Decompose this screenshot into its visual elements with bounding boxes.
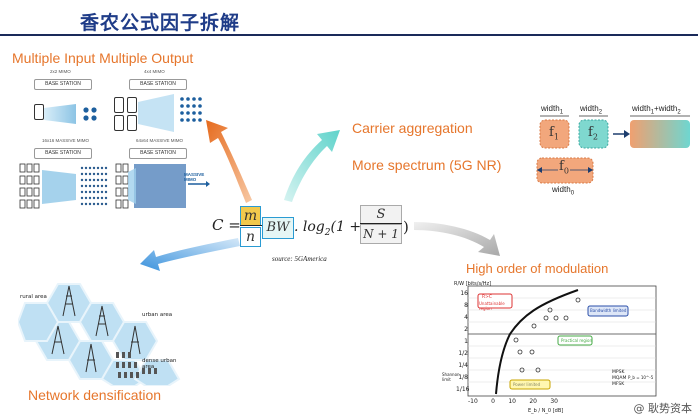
x-axis-label: E_b / N_0 [dB] <box>528 408 564 414</box>
mimo-16x16-label: 16x16 MASSIVE MIMO <box>42 138 90 143</box>
width0-label: width0 <box>552 185 575 197</box>
mimo-4x4-label: 4x4 MIMO <box>144 69 165 74</box>
phone-icon <box>127 97 137 113</box>
region-power: Power limited <box>513 382 541 387</box>
massive-mimo-64-icon <box>115 163 210 209</box>
massive-mimo-16-icon <box>19 163 108 209</box>
beam-2x2-icon <box>44 104 97 124</box>
snr-fraction-bar <box>360 223 402 224</box>
region-practical: Practical region <box>561 338 592 343</box>
f0-label: f0 <box>558 159 570 176</box>
y-axis-label: R/W [bits/s/Hz] <box>454 281 492 287</box>
f2-label: f2 <box>588 125 598 142</box>
f1-label: f1 <box>549 125 559 142</box>
modulation-chart <box>467 285 657 397</box>
massive-mimo-label: MASSIVE MIMO <box>184 172 205 182</box>
log-term: . log2(1 + <box>294 219 362 238</box>
phone-icon <box>34 104 44 120</box>
arrow-to-carrier-icon <box>284 130 340 202</box>
density-factor-n: n <box>240 227 261 247</box>
watermark: @ 耿势资本 <box>633 402 693 415</box>
dense-label: dense urban area <box>142 358 177 370</box>
beam-4x4-icon <box>138 94 202 132</box>
capacity-lhs: C = <box>212 216 241 234</box>
noise-factor: N + 1 <box>360 224 402 244</box>
network-title: Network densification <box>28 387 162 403</box>
region-bandwidth: Bandwidth limited <box>590 308 627 313</box>
arrow-to-mimo-icon <box>206 120 252 203</box>
network-densification-graphic <box>18 283 181 386</box>
region-unattainable: Unattainable region <box>479 301 505 311</box>
urban-label: urban area <box>142 312 173 318</box>
fraction-bar <box>240 225 262 226</box>
close-paren: ) <box>403 218 409 236</box>
spectrum-title: More spectrum (5G NR) <box>352 157 502 173</box>
pb-note: P_b = 10^-5 <box>628 375 654 380</box>
mimo-2x2-label: 2x2 MIMO <box>50 69 71 74</box>
signal-factor: S <box>360 205 402 225</box>
arrow-to-network-icon <box>140 238 240 271</box>
base-station-16x16: BASE STATION <box>34 148 92 159</box>
rural-label: rural area <box>20 294 47 300</box>
base-station-64x64: BASE STATION <box>129 148 187 159</box>
base-station-4x4: BASE STATION <box>129 79 187 90</box>
page-title: 香农公式因子拆解 <box>80 12 241 34</box>
phone-icon <box>114 115 124 131</box>
shannon-label: Shannon limit <box>442 372 460 382</box>
modulation-title: High order of modulation <box>466 261 609 276</box>
phone-icon <box>127 115 137 131</box>
carrier-title: Carrier aggregation <box>352 120 473 136</box>
mimo-illustration: 2x2 MIMO 4x4 MIMO BASE STATION BASE STAT… <box>16 66 210 212</box>
width2-label: width2 <box>580 104 603 116</box>
header-divider <box>0 34 698 36</box>
base-station-2x2: BASE STATION <box>34 79 92 90</box>
mimo-title: Multiple Input Multiple Output <box>12 50 194 66</box>
width1-label: width1 <box>541 104 564 116</box>
region-rc: R>C <box>482 295 493 300</box>
mimo-factor-m: m <box>240 206 261 226</box>
width-sum-label: width1+width2 <box>632 104 681 116</box>
bandwidth-factor: BW <box>262 217 294 239</box>
source-note: source: 5GAmerica <box>272 255 327 263</box>
mimo-64x64-label: 64x64 MASSIVE MIMO <box>136 138 184 143</box>
arrow-to-modulation-icon <box>414 222 500 256</box>
phone-icon <box>114 97 124 113</box>
